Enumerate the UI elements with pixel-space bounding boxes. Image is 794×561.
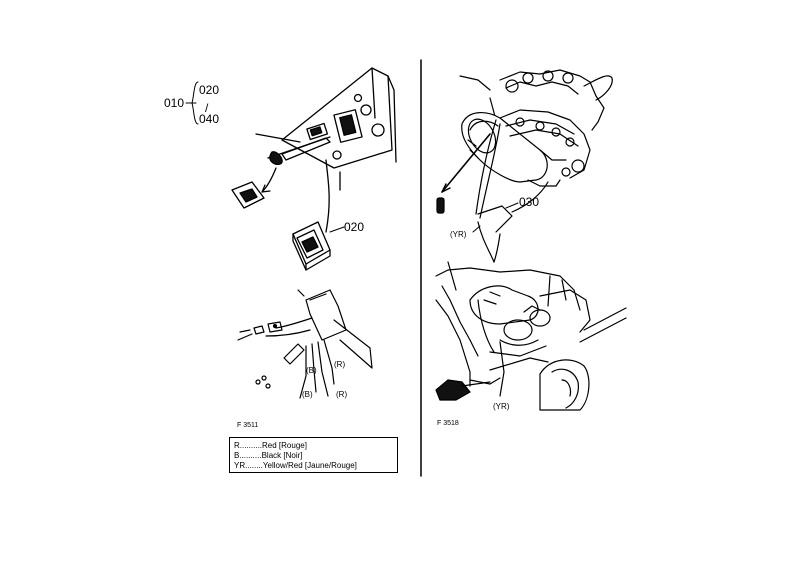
legend-code: B (234, 451, 240, 460)
legend-dots: .......... (239, 451, 262, 460)
wire-code-b-upper: (B) (306, 366, 317, 375)
callout-switch-020: 020 (344, 220, 365, 234)
legend-row-yellow-red: YR........Yellow/Red [Jaune/Rouge] (234, 461, 357, 470)
callout-leaders-left (185, 81, 345, 233)
legend-row-black: B..........Black [Noir] (234, 451, 302, 460)
switch-connector-illustration (237, 289, 373, 399)
callout-010: 010 (164, 96, 185, 110)
color-legend: R..........Red [Rouge] B..........Black … (229, 437, 398, 473)
figure-number-left: F 3511 (237, 422, 259, 429)
legend-dots: ........ (245, 461, 263, 470)
wire-code-r-lower: (R) (336, 390, 348, 399)
callout-range-start: 020 (199, 83, 220, 97)
wire-code-yr-upper: (YR) (450, 230, 467, 239)
callout-leader-yr (472, 225, 481, 233)
legend-text: Black [Noir] (261, 451, 303, 460)
legend-code: YR (234, 461, 246, 470)
callout-range-separator: / (205, 101, 209, 115)
callout-harness-030: 030 (519, 195, 540, 209)
legend-row-red: R..........Red [Rouge] (234, 441, 307, 450)
legend-text: Yellow/Red [Jaune/Rouge] (262, 461, 357, 470)
legend-code: R (234, 441, 240, 450)
engine-bay-top-illustration (436, 69, 613, 263)
dashboard-panel-illustration (231, 67, 397, 271)
callout-range-end: 040 (199, 112, 220, 126)
figure-number-right: F 3518 (437, 420, 459, 427)
wire-code-yr-lower: (YR) (493, 402, 510, 411)
engine-bay-bottom-illustration (435, 261, 627, 411)
wire-code-r-upper: (R) (334, 360, 346, 369)
callout-leader-030 (505, 202, 519, 209)
legend-dots: .......... (239, 441, 263, 450)
legend-text: Red [Rouge] (262, 441, 307, 450)
wire-code-b-lower: (B) (302, 390, 313, 399)
